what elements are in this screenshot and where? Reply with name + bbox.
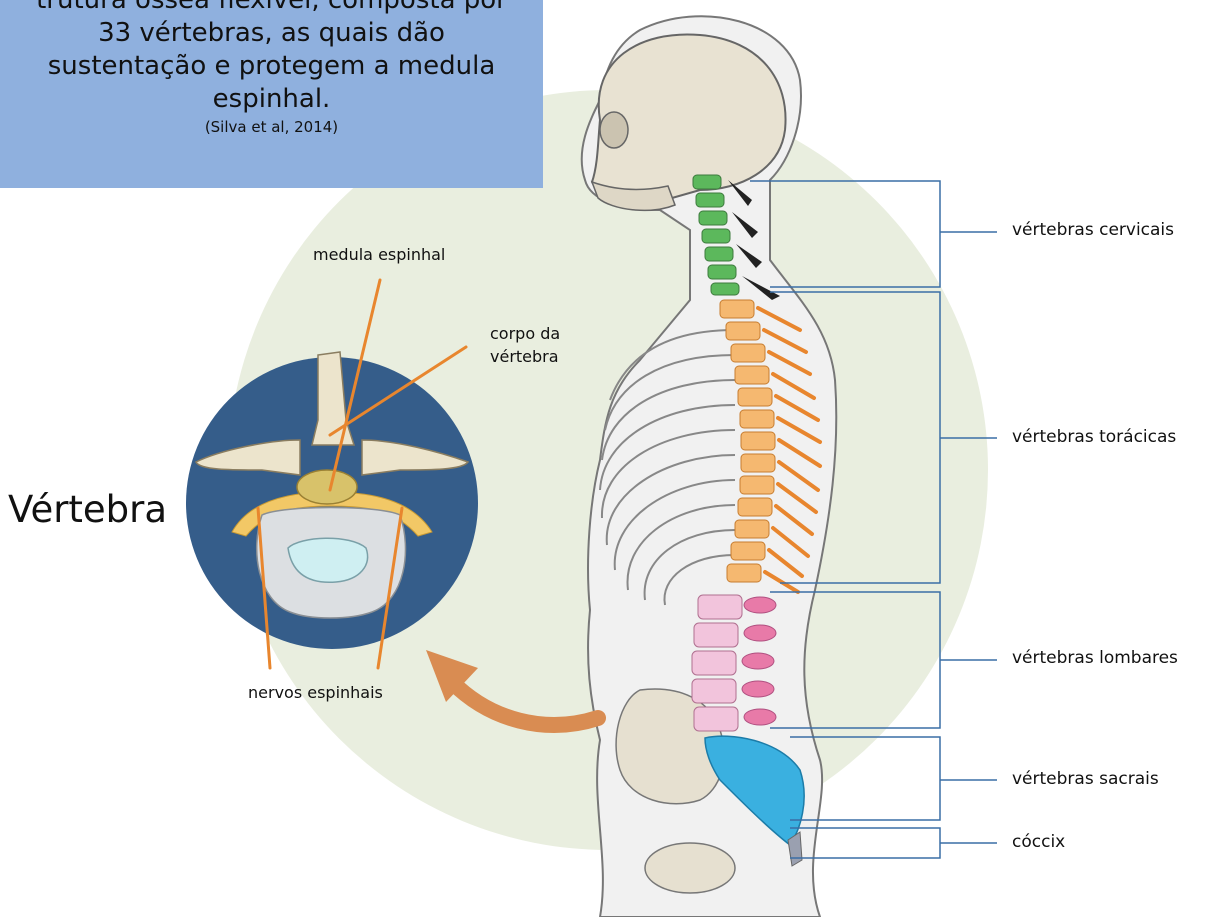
connector-arrow	[0, 0, 1227, 917]
